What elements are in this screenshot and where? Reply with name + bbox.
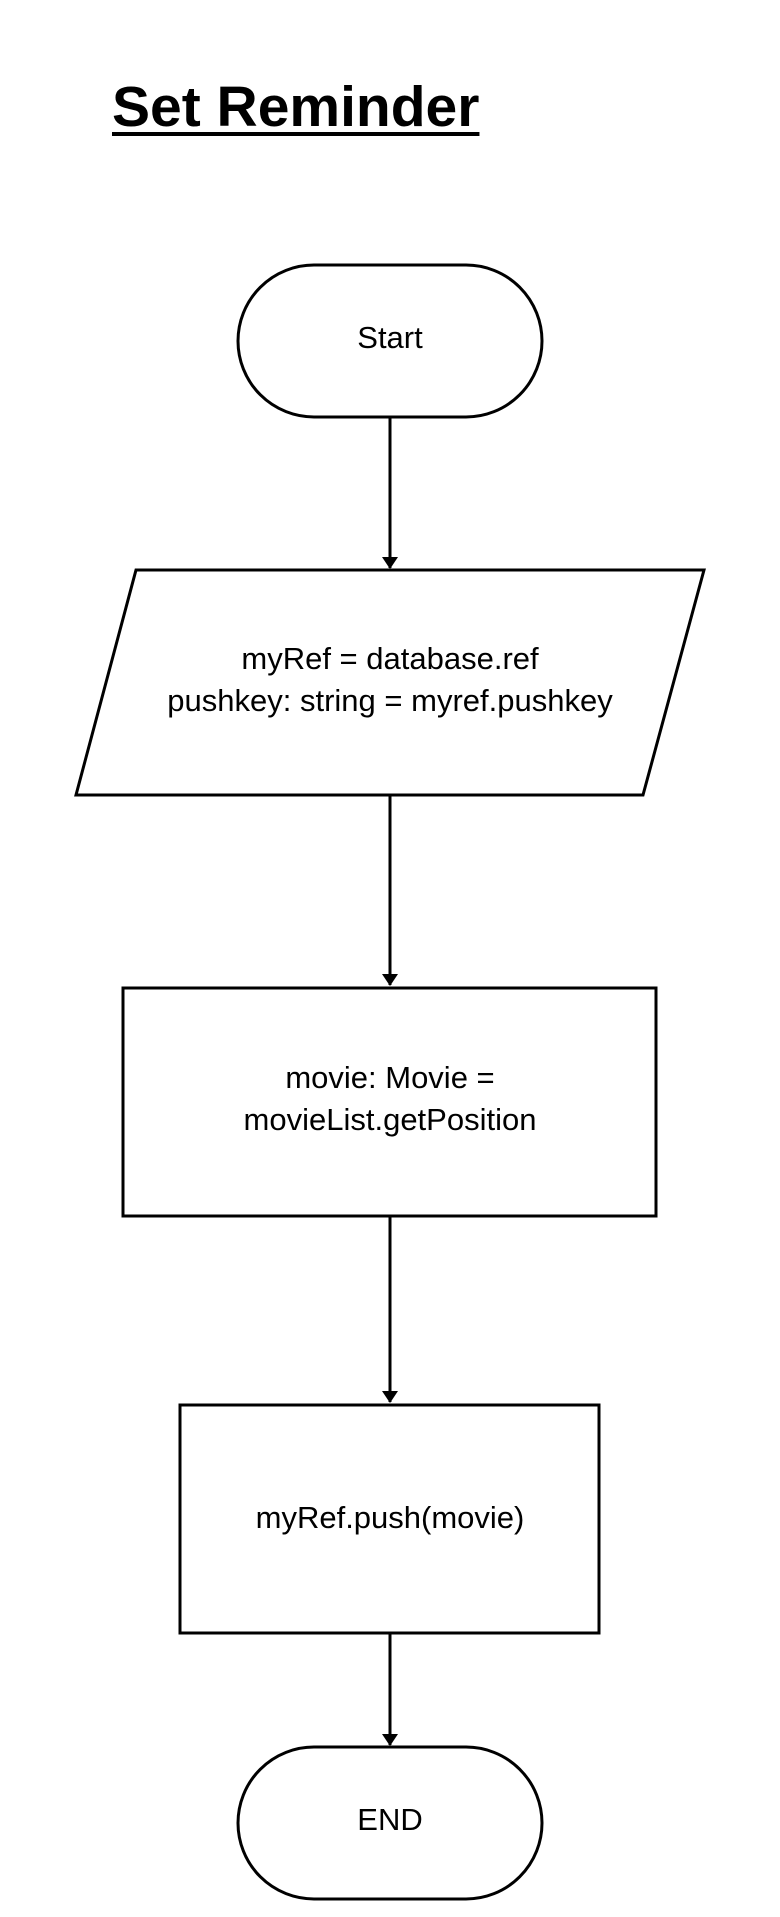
start-label: Start [357, 320, 423, 355]
start-terminator-shape [236, 263, 544, 419]
process-movie-rect [121, 986, 658, 1218]
end-node: END [236, 1745, 544, 1901]
input-label-line-1: myRef = database.ref [241, 641, 539, 676]
input-label-line-2: pushkey: string = myref.pushkey [167, 683, 613, 718]
start-node: Start [236, 263, 544, 419]
end-label: END [357, 1802, 422, 1837]
process-push-node: myRef.push(movie) [178, 1403, 601, 1635]
process-movie-label-line-1: movie: Movie = [285, 1060, 494, 1095]
input-parallelogram-shape [74, 568, 706, 797]
input-node: myRef = database.ref pushkey: string = m… [74, 568, 706, 797]
process-push-label: myRef.push(movie) [256, 1500, 525, 1535]
process-movie-label-line-2: movieList.getPosition [244, 1102, 537, 1137]
diagram-title: Set Reminder [112, 75, 480, 139]
end-terminator-shape [236, 1745, 544, 1901]
process-push-rect [178, 1403, 601, 1635]
process-movie-node: movie: Movie = movieList.getPosition [121, 986, 658, 1218]
